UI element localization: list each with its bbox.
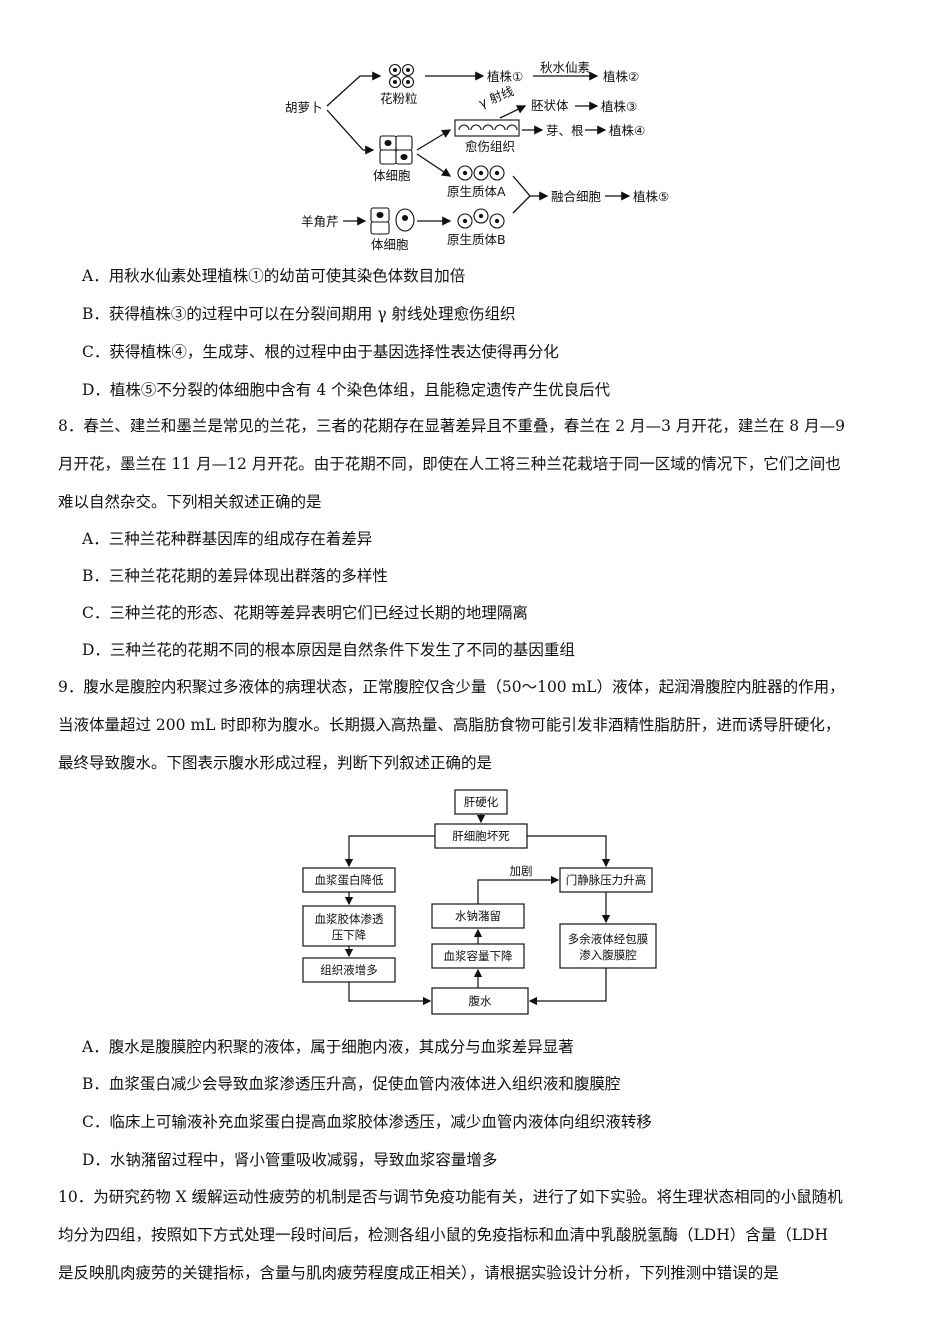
q9-option-c: C．临床上可输液补充血浆蛋白提高血浆胶体渗透压，减少血管内液体向组织液转移 [82, 1113, 652, 1131]
q10-stem-line-2: 均分为四组，按照如下方式处理一段时间后，检测各组小鼠的免疫指标和血清中乳酸脱氢酶… [58, 1226, 828, 1244]
hepatocyte-necrosis-box: 肝细胞坏死 [452, 829, 510, 843]
protoplast-a-label: 原生质体A [447, 184, 506, 199]
portal-pressure-box: 门静脉压力升高 [566, 873, 647, 887]
q8-option-c: C．三种兰花的形态、花期等差异表明它们已经过长期的地理隔离 [82, 604, 528, 622]
q8-option-b: B．三种兰花花期的差异体现出群落的多样性 [82, 567, 388, 585]
pollen-grains-icon [388, 63, 415, 89]
excess-fluid-line-1: 多余液体经包膜 [568, 932, 649, 946]
callus-label: 愈伤组织 [465, 139, 515, 154]
q10-stem-line-3: 是反映肌肉疲劳的关键指标，含量与肌肉疲劳程度成正相关），请根据实验设计分析，下列… [58, 1264, 779, 1282]
yangjiaoqin-label: 羊角芹 [301, 214, 339, 229]
q9-stem-line-3: 最终导致腹水。下图表示腹水形成过程，判断下列叙述正确的是 [58, 754, 493, 772]
cirrhosis-box: 肝硬化 [464, 795, 499, 809]
ascites-flowchart: 肝硬化 肝细胞坏死 血浆蛋白降低 血浆胶体渗透 压下降 组织液增多 加剧 水钠潴… [302, 789, 657, 1015]
q7-option-d: D．植株⑤不分裂的体细胞中含有 4 个染色体组，且能稳定遗传产生优良后代 [82, 381, 611, 399]
q10-stem-line-1: 10．为研究药物 X 缓解运动性疲劳的机制是否与调节免疫功能有关，进行了如下实验… [58, 1188, 843, 1206]
plant5-label: 植株⑤ [633, 189, 669, 204]
bud-root-label: 芽、根 [546, 123, 584, 138]
sodium-retention-box: 水钠潴留 [455, 909, 501, 923]
q8-stem-line-1: 8．春兰、建兰和墨兰是常见的兰花，三者的花期存在显著差异且不重叠，春兰在 2 月… [58, 417, 845, 435]
ascites-box: 腹水 [469, 994, 492, 1008]
callus-tissue-icon [454, 119, 520, 137]
tissue-fluid-box: 组织液增多 [320, 963, 378, 977]
q7-option-b: B．获得植株③的过程中可以在分裂间期用 γ 射线处理愈伤组织 [82, 305, 516, 323]
excess-fluid-line-2: 渗入腹膜腔 [579, 948, 637, 962]
somatic-cells-2-icon [370, 207, 415, 235]
colloid-pressure-line-2: 压下降 [332, 928, 367, 942]
somatic-cells-icon [379, 135, 413, 165]
q7-option-c: C．获得植株④，生成芽、根的过程中由于基因选择性表达使得再分化 [82, 343, 559, 361]
q8-option-a: A．三种兰花种群基因库的组成存在着差异 [82, 530, 373, 548]
q8-stem-line-3: 难以自然杂交。下列相关叙述正确的是 [58, 493, 322, 511]
somatic-cell-2-label: 体细胞 [371, 237, 409, 252]
q9-stem-line-2: 当液体量超过 200 mL 时即称为腹水。长期摄入高热量、高脂肪食物可能引发非酒… [58, 716, 841, 734]
plant4-label: 植株④ [609, 123, 645, 138]
q9-option-d: D．水钠潴留过程中，肾小管重吸收减弱，导致血浆容量增多 [82, 1151, 498, 1169]
gamma-label: γ 射线 [477, 83, 517, 111]
pollen-label: 花粉粒 [380, 91, 418, 106]
plant1-label: 植株① [487, 69, 523, 84]
protoplast-a-icon [457, 165, 505, 181]
plasma-volume-box: 血浆容量下降 [444, 949, 513, 963]
protoplast-b-label: 原生质体B [447, 232, 506, 247]
q8-stem-line-2: 月开花，墨兰在 11 月—12 月开花。由于花期不同，即使在人工将三种兰花栽培于… [58, 455, 841, 473]
fused-cell-label: 融合细胞 [551, 189, 602, 204]
plasma-protein-low-box: 血浆蛋白降低 [315, 873, 384, 887]
q7-option-a: A．用秋水仙素处理植株①的幼苗可使其染色体数目加倍 [82, 267, 466, 285]
q9-option-a: A．腹水是腹膜腔内积聚的液体，属于细胞内液，其成分与血浆差异显著 [82, 1038, 574, 1056]
colloid-pressure-line-1: 血浆胶体渗透 [315, 912, 384, 926]
plant2-label: 植株② [603, 69, 639, 84]
q8-option-d: D．三种兰花的花期不同的根本原因是自然条件下发生了不同的基因重组 [82, 641, 575, 659]
aggravate-label: 加剧 [510, 864, 533, 878]
embryoid-label: 胚状体 [531, 98, 569, 113]
q9-stem-line-1: 9．腹水是腹腔内积聚过多液体的病理状态，正常腹腔仅含少量（50～100 mL）液… [58, 678, 845, 696]
protoplast-b-icon [457, 208, 505, 229]
colchicine-label: 秋水仙素 [540, 60, 590, 75]
q9-option-b: B．血浆蛋白减少会导致血浆渗透压升高，促使血管内液体进入组织液和腹膜腔 [82, 1075, 621, 1093]
plant3-label: 植株③ [601, 99, 637, 114]
carrot-label: 胡萝卜 [285, 100, 323, 115]
somatic-cell-label: 体细胞 [373, 168, 411, 183]
plant-breeding-diagram: 胡萝卜 花粉粒 植株① 秋水仙素 植株② γ 射线 胚状体 植株③ 愈伤组织 芽… [285, 60, 669, 252]
